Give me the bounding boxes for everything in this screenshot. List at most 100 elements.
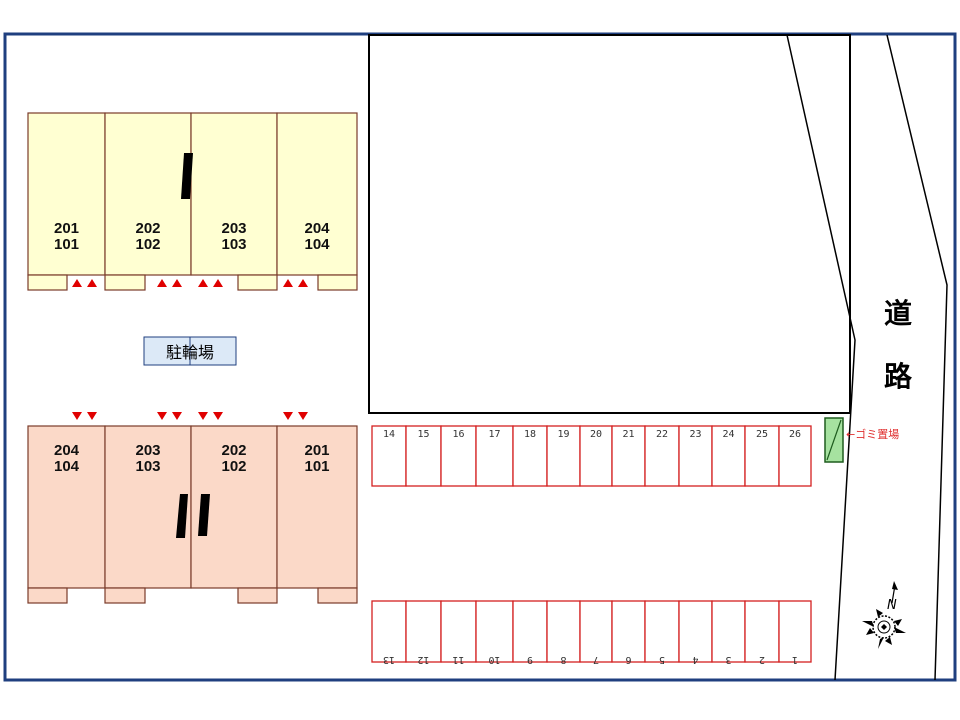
parking-number: 17 xyxy=(488,429,500,440)
parking-space: 9 xyxy=(512,600,548,665)
parking-number: 2 xyxy=(759,654,765,665)
parking-space: 12 xyxy=(405,600,442,665)
road-label-2: 路 xyxy=(884,360,913,393)
unit-number-upper: 203 xyxy=(221,220,246,237)
parking-number: 12 xyxy=(417,654,429,665)
parking-number: 8 xyxy=(560,654,566,665)
unit-number-lower: 102 xyxy=(221,458,246,475)
parking-space: 25 xyxy=(744,425,780,487)
parking-number: 1 xyxy=(792,654,798,665)
parking-number: 16 xyxy=(452,429,464,440)
entrance-marker xyxy=(172,412,182,420)
parking-space: 17 xyxy=(475,425,514,487)
compass-label: N xyxy=(887,598,897,613)
parking-space: 15 xyxy=(405,425,442,487)
unit-number-lower: 102 xyxy=(135,236,160,253)
entrance-marker xyxy=(198,279,208,287)
parking-number: 20 xyxy=(590,429,602,440)
balcony xyxy=(317,274,358,291)
balcony xyxy=(27,274,68,291)
unit-number-lower: 103 xyxy=(135,458,160,475)
entrance-marker xyxy=(72,412,82,420)
parking-space: 7 xyxy=(579,600,613,665)
stair-mark xyxy=(176,494,188,538)
parking-number: 15 xyxy=(417,429,429,440)
parking-space: 8 xyxy=(546,600,581,665)
parking-space: 26 xyxy=(778,425,812,487)
stair-mark xyxy=(198,494,210,536)
parking-space: 21 xyxy=(611,425,646,487)
entrance-marker xyxy=(298,412,308,420)
unit-number-lower: 104 xyxy=(54,458,80,475)
balcony xyxy=(317,587,358,604)
unit-number-lower: 101 xyxy=(54,236,79,253)
stair-mark xyxy=(181,153,193,199)
parking-number: 11 xyxy=(452,654,464,665)
parking-number: 4 xyxy=(692,654,698,665)
unit-number-upper: 203 xyxy=(135,442,160,459)
parking-space: 2 xyxy=(744,600,780,665)
road-label-1: 道 xyxy=(884,297,912,330)
balcony xyxy=(104,587,146,604)
entrance-marker xyxy=(283,412,293,420)
parking-space: 23 xyxy=(678,425,713,487)
entrance-marker xyxy=(87,279,97,287)
entrance-marker xyxy=(157,279,167,287)
parking-space: 10 xyxy=(475,600,514,665)
balcony xyxy=(237,587,278,604)
entrance-marker xyxy=(213,279,223,287)
parking-area: 1413151216111710189198207216225234243252… xyxy=(371,425,812,665)
unit-number-lower: 103 xyxy=(221,236,246,253)
parking-number: 9 xyxy=(527,654,533,665)
parking-space: 6 xyxy=(611,600,646,665)
parking-number: 18 xyxy=(524,429,536,440)
parking-number: 19 xyxy=(557,429,569,440)
parking-number: 24 xyxy=(722,429,734,440)
entrance-marker xyxy=(172,279,182,287)
entrance-marker xyxy=(283,279,293,287)
balcony xyxy=(27,587,68,604)
entrance-marker xyxy=(72,279,82,287)
parking-number: 5 xyxy=(659,654,665,665)
parking-space: 19 xyxy=(546,425,581,487)
parking-space: 14 xyxy=(371,425,407,487)
parking-number: 13 xyxy=(383,654,395,665)
unit-number-upper: 202 xyxy=(221,442,246,459)
entrance-marker xyxy=(198,412,208,420)
parking-space: 3 xyxy=(711,600,746,665)
compass-north-icon: N xyxy=(862,581,906,649)
unit-number-upper: 202 xyxy=(135,220,160,237)
unit-number-lower: 104 xyxy=(304,236,330,253)
parking-number: 10 xyxy=(488,654,500,665)
parking-space: 24 xyxy=(711,425,746,487)
unit-number-upper: 201 xyxy=(54,220,79,237)
entrance-marker xyxy=(87,412,97,420)
entrance-marker xyxy=(213,412,223,420)
road-edge-left xyxy=(786,34,856,681)
parking-space: 11 xyxy=(440,600,477,665)
parking-space: 1 xyxy=(778,600,812,665)
unit-number-upper: 201 xyxy=(304,442,329,459)
parking-space: 18 xyxy=(512,425,548,487)
parking-number: 22 xyxy=(656,429,668,440)
entrance-marker xyxy=(157,412,167,420)
unit-number-upper: 204 xyxy=(54,442,80,459)
parking-space: 20 xyxy=(579,425,613,487)
parking-number: 25 xyxy=(756,429,768,440)
garbage-area: ←ゴミ置場 xyxy=(824,417,899,463)
balcony xyxy=(104,274,146,291)
parking-space: 5 xyxy=(644,600,680,665)
bike-parking-label: 駐輪場 xyxy=(166,343,214,362)
garbage-label: ←ゴミ置場 xyxy=(846,427,899,441)
parking-space: 22 xyxy=(644,425,680,487)
parking-number: 6 xyxy=(625,654,631,665)
parking-space: 4 xyxy=(678,600,713,665)
